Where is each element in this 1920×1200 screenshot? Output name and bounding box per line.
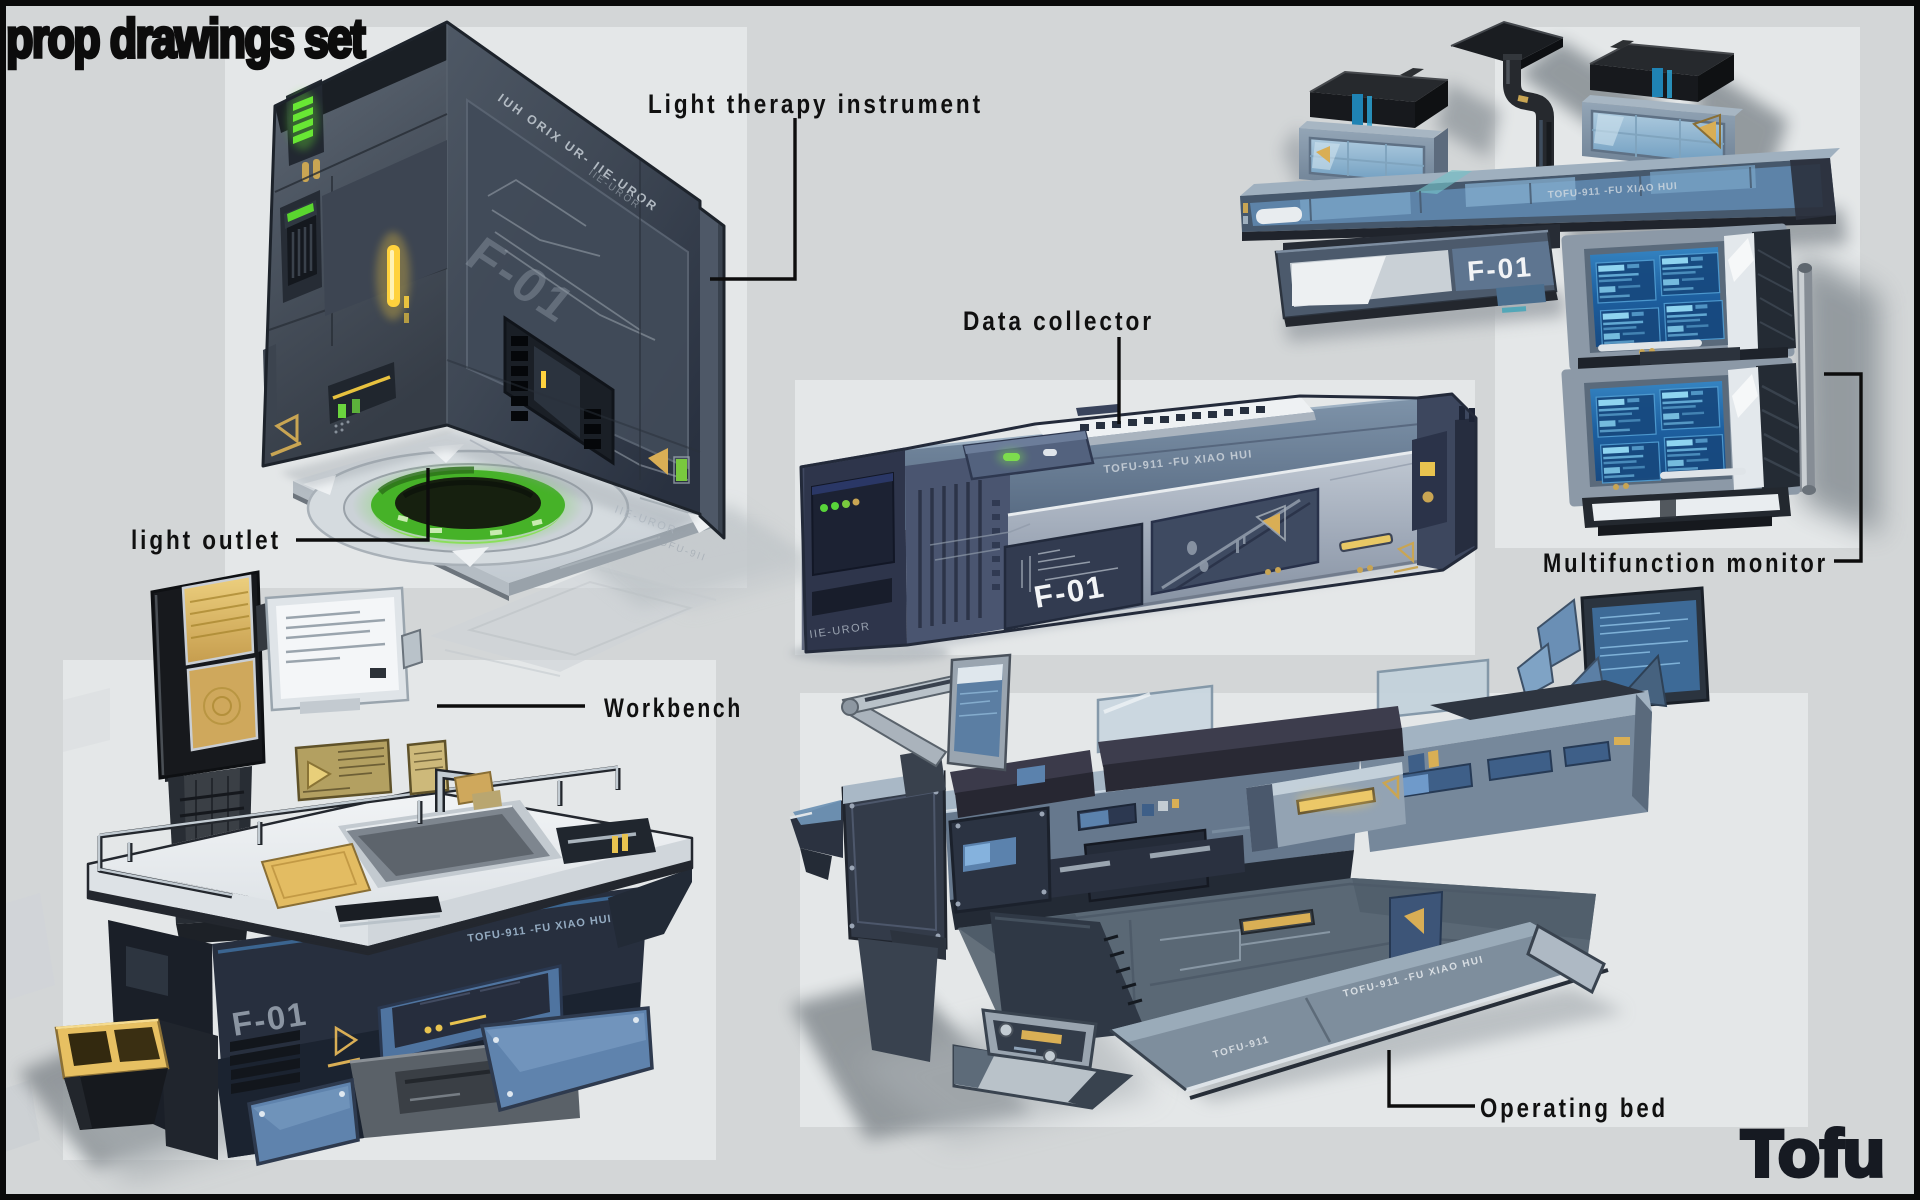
svg-text:Multifunction monitor: Multifunction monitor [1543, 548, 1828, 578]
svg-text:prop drawings set: prop drawings set [6, 7, 365, 69]
svg-text:Tofu: Tofu [1741, 1116, 1885, 1190]
svg-text:light outlet: light outlet [131, 525, 281, 555]
svg-text:Workbench: Workbench [604, 693, 743, 723]
svg-text:Data collector: Data collector [963, 306, 1154, 336]
svg-text:Light therapy instrument: Light therapy instrument [648, 89, 983, 119]
svg-text:F-01: F-01 [1466, 251, 1534, 287]
svg-text:Operating bed: Operating bed [1480, 1093, 1668, 1123]
